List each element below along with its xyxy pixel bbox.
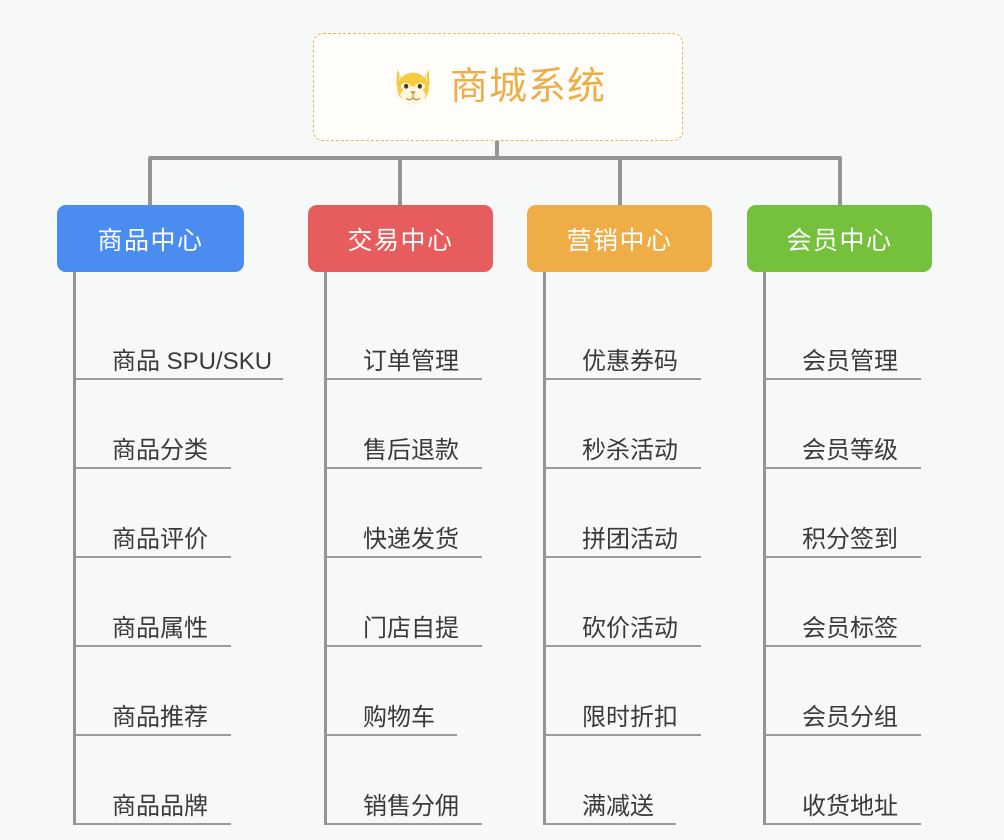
leaf-item-label: 会员管理 <box>802 348 898 375</box>
leaf-item-label: 限时折扣 <box>582 704 678 731</box>
leaf-item-underline <box>766 467 921 469</box>
leaf-item-label: 商品分类 <box>112 437 208 464</box>
leaf-item-underline <box>546 556 701 558</box>
category-label: 商品中心 <box>97 226 204 255</box>
category-label: 交易中心 <box>347 226 454 255</box>
shiba-dog-face-icon <box>396 69 430 106</box>
leaf-item-underline <box>546 378 701 380</box>
leaf-item-label: 秒杀活动 <box>582 437 678 464</box>
leaf-list-4: 会员管理会员等级积分签到会员标签会员分组收货地址 <box>763 272 921 825</box>
leaf-item-underline <box>76 645 231 647</box>
leaf-item-underline <box>76 734 231 736</box>
leaf-item-label: 商品推荐 <box>112 704 208 731</box>
leaf-item-label: 会员等级 <box>802 437 898 464</box>
leaf-item-label: 商品属性 <box>112 615 208 642</box>
leaf-item-underline <box>76 378 283 380</box>
category-box-2[interactable]: 交易中心 <box>308 205 493 272</box>
leaf-item-underline <box>327 556 482 558</box>
leaf-list-3: 优惠券码秒杀活动拼团活动砍价活动限时折扣满减送 <box>543 272 701 825</box>
leaf-item-label: 快递发货 <box>363 526 459 553</box>
leaf-item-label: 订单管理 <box>363 348 459 375</box>
leaf-item-underline <box>76 556 231 558</box>
leaf-item-underline <box>546 823 676 825</box>
leaf-item-underline <box>766 734 921 736</box>
leaf-item-label: 销售分佣 <box>363 793 459 820</box>
leaf-item-underline <box>766 823 921 825</box>
category-box-4[interactable]: 会员中心 <box>747 205 932 272</box>
leaf-item-underline <box>546 467 701 469</box>
leaf-item-label: 满减送 <box>582 793 654 820</box>
category-box-1[interactable]: 商品中心 <box>57 205 244 272</box>
leaf-item-label: 拼团活动 <box>582 526 678 553</box>
leaf-item-label: 会员标签 <box>802 615 898 642</box>
category-box-3[interactable]: 营销中心 <box>527 205 712 272</box>
root-node-title: 商城系统 <box>449 66 606 108</box>
leaf-item-underline <box>327 734 457 736</box>
leaf-item-label: 收货地址 <box>802 793 898 820</box>
leaf-item-label: 商品评价 <box>112 526 208 553</box>
leaf-item-label: 积分签到 <box>802 526 898 553</box>
leaf-list-1: 商品 SPU/SKU 商品分类商品评价商品属性商品推荐商品品牌 <box>73 272 283 825</box>
leaf-item-underline <box>766 556 921 558</box>
leaf-item-underline <box>546 645 701 647</box>
root-node-mall-system[interactable]: 商城系统 <box>313 33 683 141</box>
leaf-item-underline <box>327 467 482 469</box>
leaf-item-label: 售后退款 <box>363 437 459 464</box>
leaf-item-underline <box>766 645 921 647</box>
leaf-item-label: 会员分组 <box>802 704 898 731</box>
leaf-item-underline <box>327 645 482 647</box>
category-label: 会员中心 <box>786 226 893 255</box>
leaf-item-underline <box>76 467 231 469</box>
leaf-item-label: 商品品牌 <box>112 793 208 820</box>
leaf-item-underline <box>76 823 231 825</box>
leaf-item-underline <box>327 378 482 380</box>
leaf-item-label: 购物车 <box>363 704 435 731</box>
leaf-item-underline <box>327 823 482 825</box>
leaf-item-underline <box>766 378 921 380</box>
leaf-item-label: 优惠券码 <box>582 348 678 375</box>
leaf-item-label: 砍价活动 <box>582 615 678 642</box>
leaf-item-label: 门店自提 <box>363 615 459 642</box>
leaf-item-underline <box>546 734 701 736</box>
leaf-list-2: 订单管理售后退款快递发货门店自提购物车销售分佣 <box>324 272 482 825</box>
category-label: 营销中心 <box>566 226 673 255</box>
leaf-item-label: 商品 SPU/SKU <box>112 348 273 375</box>
